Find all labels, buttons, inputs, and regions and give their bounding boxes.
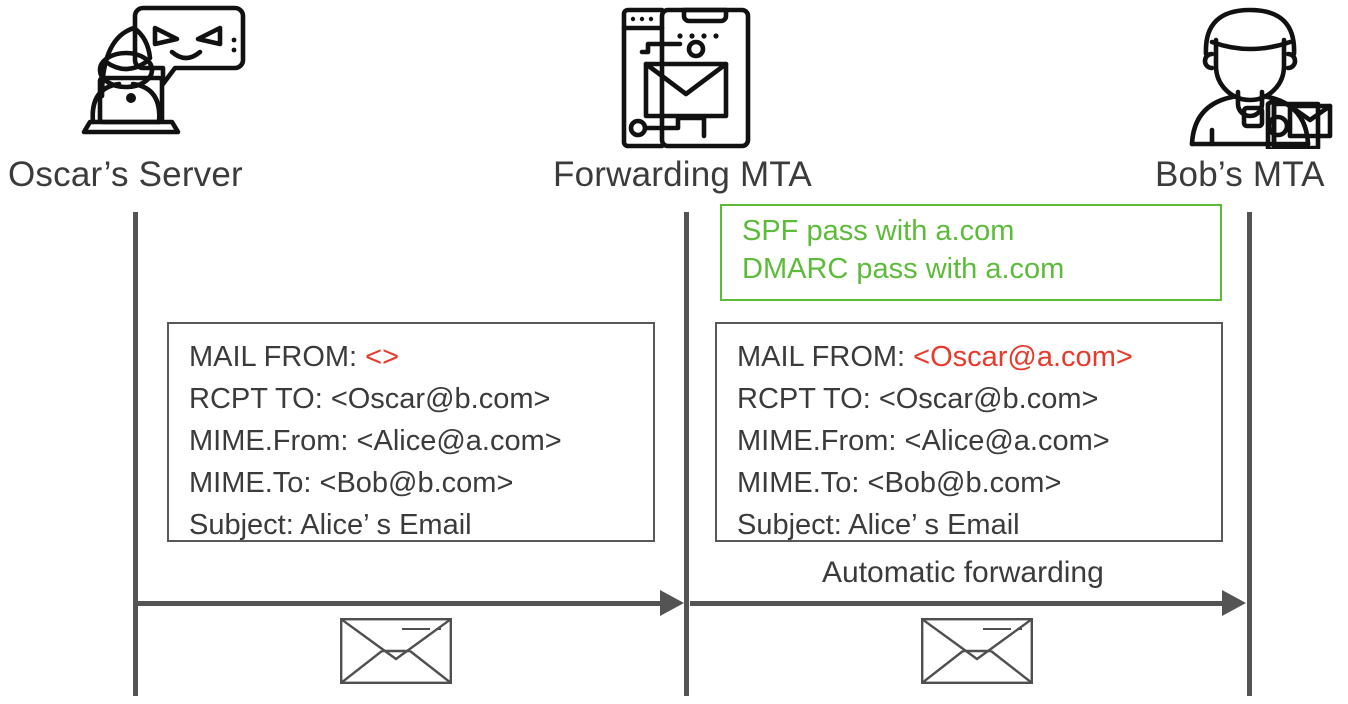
message-line-subject: Subject: Alice’ s Email — [189, 509, 472, 541]
mail-from-value: <Oscar@a.com> — [913, 341, 1133, 373]
actor-oscar-server — [60, 4, 280, 149]
spf-result-line: SPF pass with a.com — [742, 215, 1015, 247]
message-box-right: MAIL FROM: <Oscar@a.com> RCPT TO: <Oscar… — [715, 322, 1223, 542]
actor-label-oscar: Oscar’s Server — [8, 155, 243, 194]
arrow-caption-automatic-forwarding: Automatic forwarding — [822, 556, 1104, 589]
message-line-mime-from: MIME.From: <Alice@a.com> — [189, 425, 562, 457]
actor-label-forwarding-mta: Forwarding MTA — [553, 155, 812, 194]
message-box-left: MAIL FROM: <> RCPT TO: <Oscar@b.com> MIM… — [167, 322, 655, 542]
lifeline-bob — [1247, 212, 1252, 696]
message-line-mail-from: MAIL FROM: <> — [189, 336, 653, 378]
hacker-with-laptop-icon — [60, 4, 250, 154]
arrow-head-icon — [660, 590, 684, 616]
arrow-forwarder-to-bob — [690, 590, 1246, 616]
mail-from-value: <> — [365, 341, 400, 373]
arrow-oscar-to-forwarder — [138, 590, 684, 616]
message-line-mime-to: MIME.To: <Bob@b.com> — [189, 467, 514, 499]
message-line-subject: Subject: Alice’ s Email — [737, 509, 1020, 541]
arrow-shaft — [690, 601, 1224, 606]
message-line-mime-to: MIME.To: <Bob@b.com> — [737, 467, 1062, 499]
arrow-shaft — [138, 601, 662, 606]
actor-forwarding-mta — [618, 4, 768, 149]
message-line-mail-from: MAIL FROM: <Oscar@a.com> — [737, 336, 1221, 378]
person-with-mail-icon — [1178, 4, 1338, 155]
message-line-rcpt-to: RCPT TO: <Oscar@b.com> — [189, 383, 551, 415]
envelope-icon — [921, 618, 1033, 689]
lifeline-oscar — [133, 212, 138, 696]
envelope-icon — [340, 618, 452, 689]
message-line-rcpt-to: RCPT TO: <Oscar@b.com> — [737, 383, 1099, 415]
actor-bob-mta — [1178, 4, 1348, 155]
message-line-mime-from: MIME.From: <Alice@a.com> — [737, 425, 1110, 457]
mail-from-label: MAIL FROM: — [737, 341, 914, 373]
lifeline-forwarding-mta — [684, 212, 689, 696]
server-envelope-icon — [618, 4, 754, 159]
auth-result-box: SPF pass with a.com DMARC pass with a.co… — [720, 204, 1222, 301]
mail-from-label: MAIL FROM: — [189, 341, 366, 373]
actor-label-bob: Bob’s MTA — [1155, 155, 1325, 194]
dmarc-result-line: DMARC pass with a.com — [742, 253, 1065, 285]
arrow-head-icon — [1222, 590, 1246, 616]
